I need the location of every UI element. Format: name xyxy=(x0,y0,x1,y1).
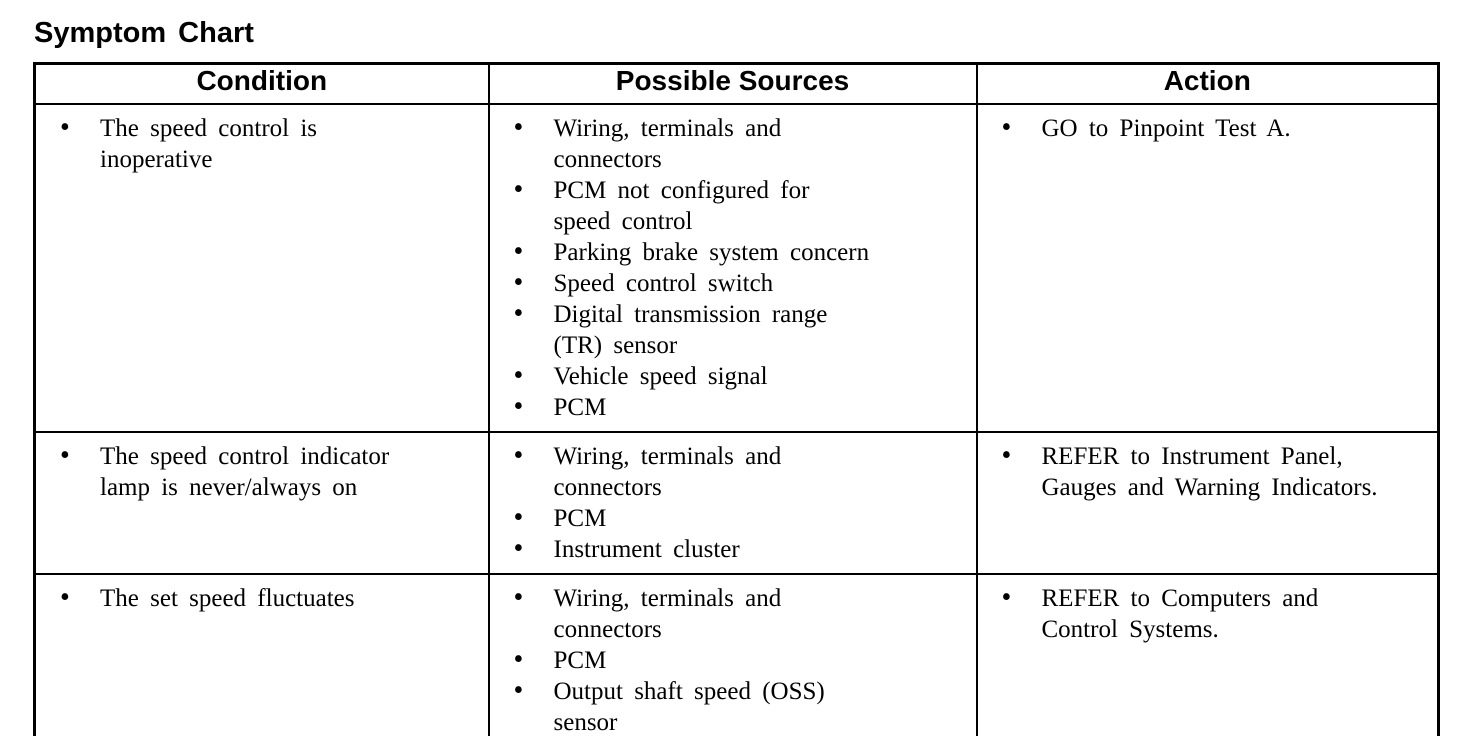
cell-possible-sources: Wiring, terminals and connectorsPCMOutpu… xyxy=(487,572,978,736)
bullet-list: REFER to Computers and Control Systems. xyxy=(978,575,1438,653)
bullet-item: REFER to Computers and Control Systems. xyxy=(1000,582,1428,645)
cell-action: REFER to Instrument Panel, Gauges and Wa… xyxy=(975,430,1440,575)
bullet-item: PCM not configured for speed control xyxy=(512,174,966,237)
table-row: The speed control indicator lamp is neve… xyxy=(33,430,1440,575)
bullet-list: The set speed fluctuates xyxy=(36,575,488,622)
bullet-item: Output shaft speed (OSS) sensor xyxy=(512,675,966,736)
column-header-action: Action xyxy=(975,62,1440,105)
bullet-item: PCM xyxy=(512,502,966,534)
cell-possible-sources: Wiring, terminals and connectorsPCMInstr… xyxy=(487,430,978,575)
cell-possible-sources: Wiring, terminals and connectorsPCM not … xyxy=(487,102,978,433)
bullet-item: REFER to Instrument Panel, Gauges and Wa… xyxy=(1000,440,1428,503)
bullet-item: The speed control is inoperative xyxy=(58,112,478,175)
table-row: The set speed fluctuates Wiring, terminal… xyxy=(33,572,1440,736)
bullet-item: Digital transmission range (TR) sensor xyxy=(512,298,966,361)
bullet-list: Wiring, terminals and connectorsPCM not … xyxy=(490,105,976,431)
header-row: Condition Possible Sources Action xyxy=(33,62,1440,105)
bullet-item: Speed control switch xyxy=(512,267,966,299)
bullet-list: REFER to Instrument Panel, Gauges and Wa… xyxy=(978,433,1438,511)
bullet-item: The speed control indicator lamp is neve… xyxy=(58,440,478,503)
table-row: The speed control is inoperativeWiring, … xyxy=(33,102,1440,433)
bullet-item: The set speed fluctuates xyxy=(58,582,478,614)
bullet-item: Vehicle speed signal xyxy=(512,360,966,392)
table-body: The speed control is inoperativeWiring, … xyxy=(33,102,1440,736)
cell-action: GO to Pinpoint Test A. xyxy=(975,102,1440,433)
bullet-item: GO to Pinpoint Test A. xyxy=(1000,112,1428,144)
bullet-item: Wiring, terminals and connectors xyxy=(512,440,966,503)
bullet-item: Instrument cluster xyxy=(512,533,966,565)
bullet-item: PCM xyxy=(512,391,966,423)
symptom-chart-table: Condition Possible Sources Action The sp… xyxy=(33,61,1440,736)
bullet-item: Wiring, terminals and connectors xyxy=(512,112,966,175)
column-header-condition: Condition xyxy=(33,62,490,105)
column-header-possible-sources: Possible Sources xyxy=(487,62,978,105)
bullet-list: Wiring, terminals and connectorsPCMInstr… xyxy=(490,433,976,573)
bullet-list: Wiring, terminals and connectorsPCMOutpu… xyxy=(490,575,976,736)
cell-action: REFER to Computers and Control Systems. xyxy=(975,572,1440,736)
page-title: Symptom Chart xyxy=(34,17,254,49)
bullet-list: GO to Pinpoint Test A. xyxy=(978,105,1438,152)
bullet-item: PCM xyxy=(512,644,966,676)
bullet-list: The speed control is inoperative xyxy=(36,105,488,183)
cell-condition: The speed control is inoperative xyxy=(33,102,490,433)
cell-condition: The speed control indicator lamp is neve… xyxy=(33,430,490,575)
bullet-list: The speed control indicator lamp is neve… xyxy=(36,433,488,511)
bullet-item: Wiring, terminals and connectors xyxy=(512,582,966,645)
bullet-item: Parking brake system concern xyxy=(512,236,966,268)
cell-condition: The set speed fluctuates xyxy=(33,572,490,736)
